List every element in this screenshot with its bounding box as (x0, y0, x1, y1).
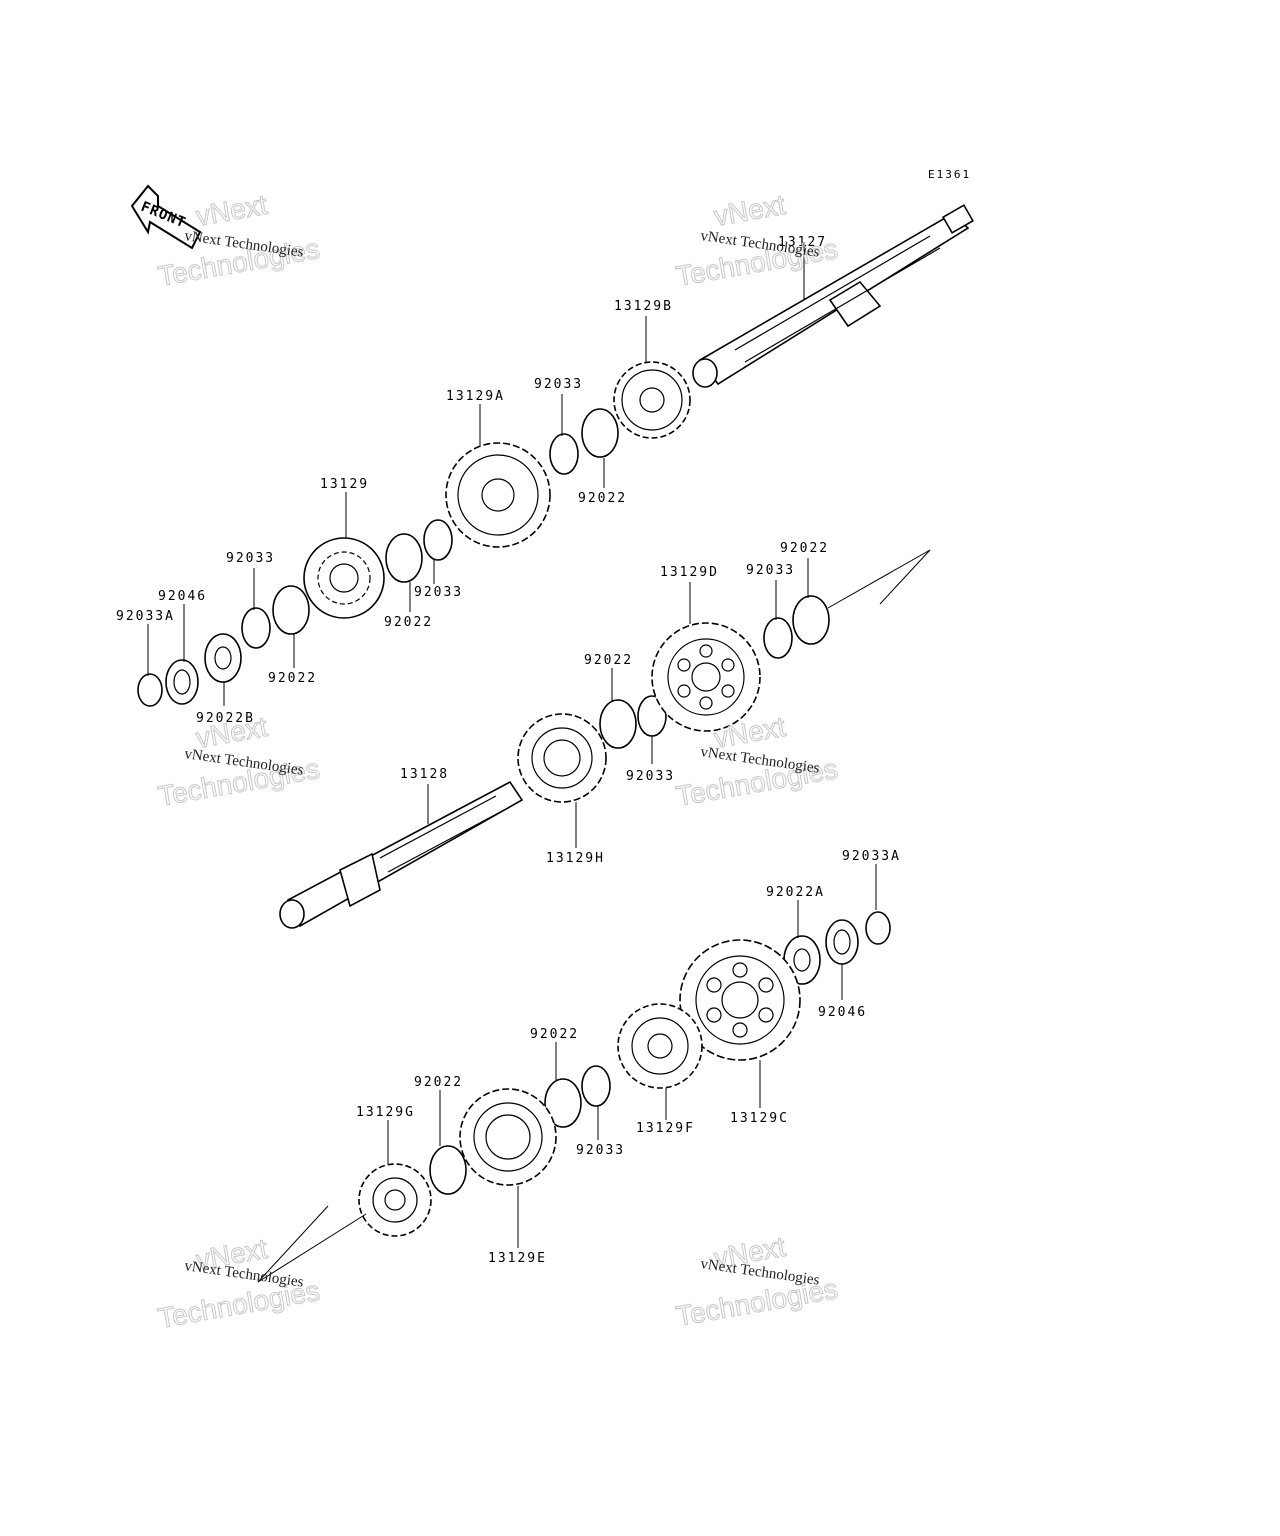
washer-92022-lower-a (544, 1078, 582, 1128)
watermark-top-right: vNext Technologies vNext Technologies (673, 188, 840, 292)
label-92033-lower: 92033 (576, 1143, 625, 1158)
leader-lines (147, 242, 877, 1248)
label-13127: 13127 (778, 235, 827, 250)
needle-bearing-92046-right (825, 919, 859, 965)
washer-92022-left (272, 585, 310, 635)
washer-92022-upper (581, 408, 619, 458)
watermark-mid-left: vNext Technologies vNext Technologies (155, 710, 322, 812)
washer-92022-mid (385, 533, 423, 583)
axis-line-lower-left (257, 1213, 367, 1283)
axis-line-lower-left-2 (257, 1205, 329, 1283)
label-92022-lower-a: 92022 (530, 1027, 579, 1042)
shaft-13127 (692, 204, 974, 388)
label-13129g: 13129G (356, 1105, 415, 1120)
label-13128: 13128 (400, 767, 449, 782)
gear-13129a (445, 442, 551, 548)
gear-13129c (679, 939, 801, 1061)
label-92022a: 92022A (766, 885, 825, 900)
label-92033-left: 92033 (226, 551, 275, 566)
label-92033-midrow: 92033 (626, 769, 675, 784)
label-13129: 13129 (320, 477, 369, 492)
label-92046-right: 92046 (818, 1005, 867, 1020)
washer-92022-right (792, 595, 830, 645)
label-92022-midrow: 92022 (584, 653, 633, 668)
axis-line-upper-right-2 (879, 549, 931, 605)
gear-13129f (617, 1003, 703, 1089)
gear-13129h (517, 713, 607, 803)
axis-line-upper-right (827, 549, 931, 609)
label-92022-lower-b: 92022 (414, 1075, 463, 1090)
circlip-92033-right (763, 617, 793, 659)
label-92022-left: 92022 (268, 671, 317, 686)
watermark-bottom-left: vNext Technologies vNext Technologies (155, 1232, 322, 1334)
washer-92022b (204, 633, 242, 683)
label-92033-right: 92033 (746, 563, 795, 578)
washer-92022a-hole (793, 948, 811, 972)
part-labels: 13127 13129B 92033 13129A 92022 13129 92… (116, 235, 901, 1266)
gear-13129b (613, 361, 691, 439)
circlip-92033-left (241, 607, 271, 649)
label-92033a-right: 92033A (842, 849, 901, 864)
circlip-92033-upper (549, 433, 579, 475)
gear-13129e (459, 1088, 557, 1186)
label-92033-upper: 92033 (534, 377, 583, 392)
label-13129f: 13129F (636, 1121, 695, 1136)
watermark-text-a: vNext (194, 189, 270, 232)
label-92033-mid: 92033 (414, 585, 463, 600)
label-13129e: 13129E (488, 1251, 547, 1266)
shaft-13128 (279, 780, 524, 929)
gear-13129d (651, 622, 761, 732)
label-92022-upper: 92022 (578, 491, 627, 506)
needle-bearing-92046-left (165, 659, 199, 705)
label-13129d: 13129D (660, 565, 719, 580)
circlip-92033a-right (865, 911, 891, 945)
gear-13129 (303, 537, 385, 619)
watermark-text-a: vNext (712, 189, 788, 232)
label-92046-left: 92046 (158, 589, 207, 604)
gear-13129g (358, 1163, 432, 1237)
circlip-92033-lower (581, 1065, 611, 1107)
label-13129a: 13129A (446, 389, 505, 404)
diagram-code: E1361 (928, 168, 971, 181)
label-92033a-left: 92033A (116, 609, 175, 624)
circlip-92033a-left (137, 673, 163, 707)
washer-92022-midrow (599, 699, 637, 749)
label-92022-right: 92022 (780, 541, 829, 556)
label-92022b: 92022B (196, 711, 255, 726)
washer-92022b-hole (214, 646, 232, 670)
label-13129b: 13129B (614, 299, 673, 314)
label-13129h: 13129H (546, 851, 605, 866)
label-92022-mid: 92022 (384, 615, 433, 630)
washer-92022-lower-b (429, 1145, 467, 1195)
label-13129c: 13129C (730, 1111, 789, 1126)
watermark-bottom-right: vNext Technologies vNext Technologies (673, 1230, 840, 1332)
circlip-92033-mid (423, 519, 453, 561)
